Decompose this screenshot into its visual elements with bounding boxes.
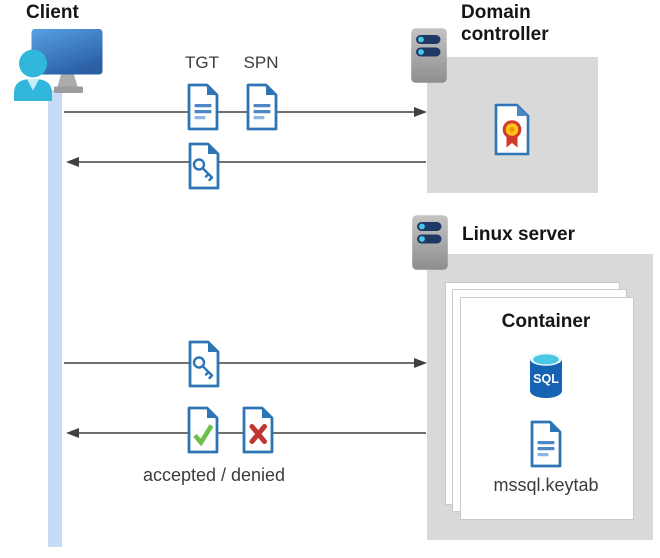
spn-label: SPN bbox=[243, 53, 279, 72]
sql-database-icon-label: SQL bbox=[533, 372, 559, 386]
certificate-icon bbox=[494, 103, 530, 156]
client-monitor-icon bbox=[31, 29, 103, 93]
tgt-document-icon bbox=[187, 83, 219, 131]
client-label: Client bbox=[26, 2, 79, 23]
denied-cross-document-icon bbox=[242, 406, 274, 454]
accepted-denied-label: accepted / denied bbox=[142, 465, 286, 485]
container-label: Container bbox=[501, 311, 591, 332]
client-person-icon bbox=[14, 49, 52, 101]
linux-server-icon bbox=[412, 215, 448, 270]
ticket-key-document-icon bbox=[188, 142, 220, 190]
accepted-check-document-icon bbox=[187, 406, 219, 454]
spn-document-icon bbox=[246, 83, 278, 131]
arrow-client-to-dc bbox=[64, 107, 427, 117]
keytab-document-icon bbox=[530, 420, 562, 468]
container-card bbox=[460, 297, 634, 520]
domain-controller-label: Domain controller bbox=[461, 2, 549, 46]
arrow-client-to-linux-server bbox=[64, 358, 427, 368]
sql-database-icon: SQL bbox=[530, 352, 562, 398]
arrow-dc-to-client bbox=[66, 157, 426, 167]
tgt-label: TGT bbox=[185, 53, 219, 72]
ticket-key-document-icon-2 bbox=[188, 340, 220, 388]
client-lifeline bbox=[48, 90, 62, 547]
linux-server-label: Linux server bbox=[462, 224, 575, 245]
keytab-label: mssql.keytab bbox=[493, 475, 599, 495]
domain-controller-server-icon bbox=[411, 28, 447, 83]
